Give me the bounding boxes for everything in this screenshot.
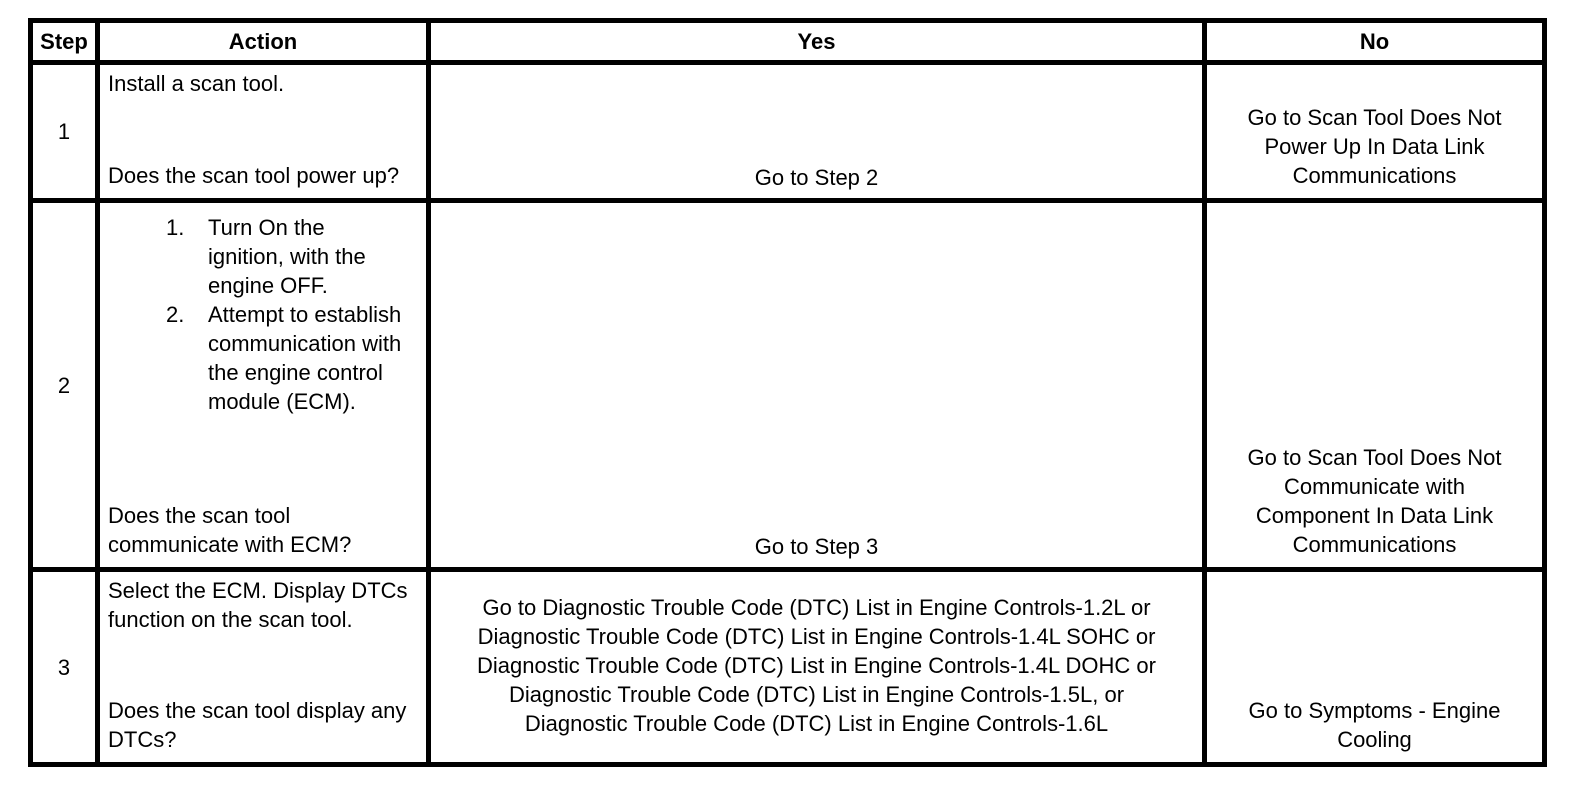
list-item-number: 2. (166, 302, 185, 327)
action-instruction: Install a scan tool. (108, 71, 285, 96)
header-row: Step Action Yes No (28, 18, 1547, 65)
step-number: 3 (28, 567, 100, 767)
list-item-text: Turn On the ignition, with the engine OF… (208, 215, 366, 298)
table-row-step-3: 3 Select the ECM. Display DTCs function … (28, 567, 1547, 767)
column-header-action: Action (95, 18, 431, 65)
no-text: Go to Scan Tool Does Not Communicate wit… (1247, 445, 1502, 557)
yes-cell: Go to Step 2 (426, 60, 1207, 203)
no-text: Go to Symptoms - Engine Cooling (1248, 698, 1501, 752)
table-row-step-1: 1 Install a scan tool. Does the scan too… (28, 60, 1547, 203)
yes-cell: Go to Diagnostic Trouble Code (DTC) List… (426, 567, 1207, 767)
yes-text: Go to Diagnostic Trouble Code (DTC) List… (476, 594, 1156, 736)
list-item-text: Attempt to establish communication with … (208, 302, 402, 414)
action-question: Does the scan tool power up? (108, 163, 400, 188)
column-header-step: Step (28, 18, 100, 65)
yes-cell: Go to Step 3 (426, 198, 1207, 572)
no-cell: Go to Symptoms - Engine Cooling (1202, 567, 1547, 767)
no-cell: Go to Scan Tool Does Not Communicate wit… (1202, 198, 1547, 572)
no-cell: Go to Scan Tool Does Not Power Up In Dat… (1202, 60, 1547, 203)
action-instruction: Select the ECM. Display DTCs function on… (108, 578, 408, 632)
action-question: Does the scan tool display any DTCs? (108, 698, 407, 752)
diagnostic-table: Step Action Yes No 1 Install a scan tool… (28, 18, 1547, 767)
action-cell: Select the ECM. Display DTCs function on… (95, 567, 431, 767)
no-text: Go to Scan Tool Does Not Power Up In Dat… (1247, 105, 1502, 188)
table-row-step-2: 2 1. Turn On the ignition, with the engi… (28, 198, 1547, 572)
action-numbered-list: 1. Turn On the ignition, with the engine… (166, 213, 418, 416)
action-cell: Install a scan tool. Does the scan tool … (95, 60, 431, 203)
action-question: Does the scan tool communicate with ECM? (108, 503, 352, 557)
column-header-no: No (1202, 18, 1547, 65)
column-header-yes: Yes (426, 18, 1207, 65)
yes-text: Go to Step 2 (754, 165, 879, 190)
step-number: 2 (28, 198, 100, 572)
action-cell: 1. Turn On the ignition, with the engine… (95, 198, 431, 572)
yes-text: Go to Step 3 (754, 534, 879, 559)
list-item: 2. Attempt to establish communication wi… (166, 300, 418, 416)
list-item: 1. Turn On the ignition, with the engine… (166, 213, 418, 300)
step-number: 1 (28, 60, 100, 203)
list-item-number: 1. (166, 215, 185, 240)
